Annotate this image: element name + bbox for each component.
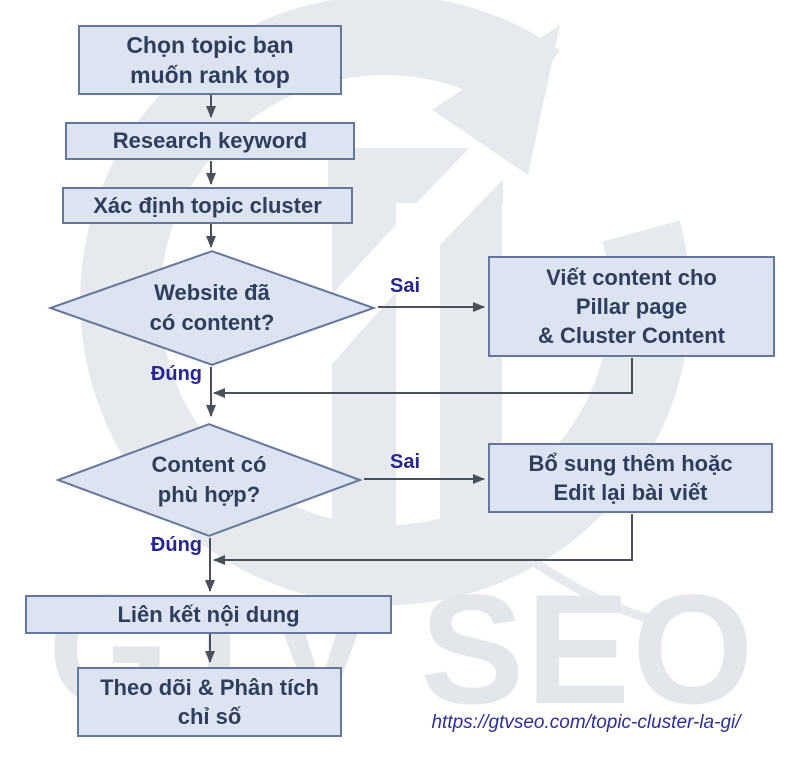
node-link-content: Liên kết nội dung bbox=[25, 595, 392, 634]
node-track-analyze-line2: chỉ số bbox=[177, 704, 242, 729]
edge-label-sai-1: Sai bbox=[389, 275, 421, 297]
edge-label-dung-1: Đúng bbox=[150, 363, 202, 385]
node-write-content-line3: & Cluster Content bbox=[538, 323, 725, 349]
edge-writecontent-return bbox=[213, 358, 633, 398]
node-define-topic-cluster-label: Xác định topic cluster bbox=[93, 192, 322, 218]
node-choose-topic-line1: Chọn topic bạn bbox=[126, 31, 294, 58]
edge-label-sai-2: Sai bbox=[389, 451, 421, 473]
node-write-content: Viết content cho Pillar page & Cluster C… bbox=[488, 256, 775, 357]
node-write-content-line1: Viết content cho bbox=[546, 264, 717, 290]
node-link-content-label: Liên kết nội dung bbox=[117, 601, 300, 627]
diamond-shape bbox=[55, 423, 363, 537]
decision2-line2: phù hợp? bbox=[157, 482, 261, 507]
decision-content-suitable-text: Content có phù hợp? bbox=[152, 450, 267, 509]
decision1-line1: Website đã bbox=[154, 280, 270, 306]
source-url-caption: https://gtvseo.com/topic-cluster-la-gi/ bbox=[431, 712, 741, 733]
decision-content-suitable: Content có phù hợp? bbox=[55, 423, 363, 537]
node-choose-topic: Chọn topic bạn muốn rank top bbox=[78, 25, 342, 95]
decision-website-has-content: Website đã có content? bbox=[47, 250, 377, 366]
decision-website-has-content-text: Website đã có content? bbox=[150, 278, 275, 337]
node-track-analyze-line1: Theo dõi & Phân tích bbox=[100, 674, 319, 700]
node-edit-content-line1: Bổ sung thêm hoặc bbox=[528, 450, 733, 476]
node-edit-content-line2: Edit lại bài viết bbox=[553, 480, 708, 505]
node-research-keyword-label: Research keyword bbox=[112, 128, 308, 154]
node-track-analyze: Theo dõi & Phân tích chỉ số bbox=[77, 667, 342, 737]
watermark-arrowhead bbox=[432, 25, 560, 175]
node-edit-content: Bổ sung thêm hoặc Edit lại bài viết bbox=[488, 443, 773, 513]
watermark-tail-curve bbox=[517, 548, 664, 627]
decision2-line1: Content có bbox=[151, 452, 267, 478]
node-research-keyword: Research keyword bbox=[65, 122, 355, 160]
edge-editcontent-return bbox=[213, 514, 633, 565]
node-define-topic-cluster: Xác định topic cluster bbox=[62, 187, 353, 224]
node-choose-topic-line2: muốn rank top bbox=[130, 62, 290, 88]
edge-label-dung-2: Đúng bbox=[150, 534, 202, 556]
decision1-line2: có content? bbox=[149, 310, 275, 335]
diamond-shape bbox=[47, 250, 377, 366]
node-write-content-line2: Pillar page bbox=[575, 293, 688, 319]
